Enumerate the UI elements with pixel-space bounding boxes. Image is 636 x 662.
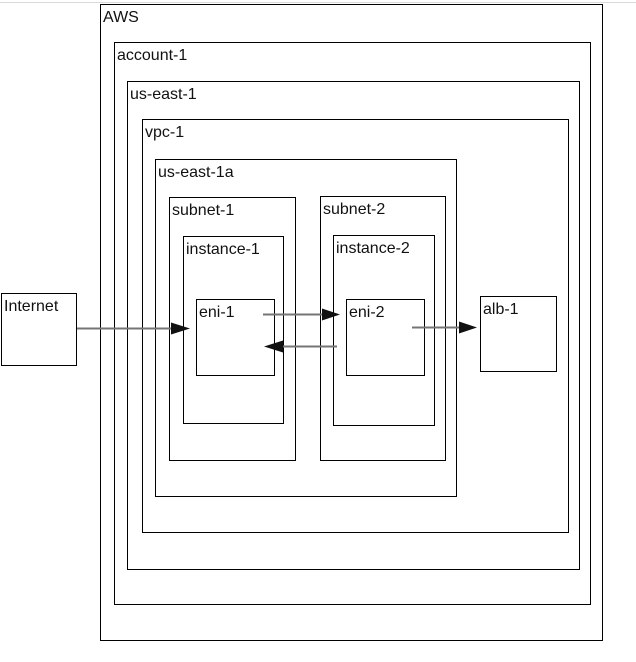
internet-label: Internet [4,298,59,315]
account-1-label: account-1 [117,47,188,64]
aws-label: AWS [103,9,139,26]
instance-1-label: instance-1 [186,241,260,258]
alb-1-node: alb-1 [480,296,557,372]
subnet-2-label: subnet-2 [323,201,386,218]
vpc-1-label: vpc-1 [145,124,185,141]
window-top-border [0,2,636,3]
eni-2-label: eni-2 [349,304,385,321]
alb-1-label: alb-1 [483,301,519,318]
us-east-1-label: us-east-1 [130,86,197,103]
us-east-1-region-container: us-east-1 [127,81,580,570]
internet-node: Internet [1,293,77,366]
subnet-2-container: subnet-2 [320,196,446,461]
eni-1-node: eni-1 [196,299,275,376]
subnet-1-label: subnet-1 [172,202,235,219]
us-east-1a-label: us-east-1a [158,164,234,181]
aws-cloud-container: AWS [100,4,603,641]
eni-1-label: eni-1 [199,304,235,321]
eni-2-node: eni-2 [346,299,425,376]
account-1-container: account-1 [114,42,591,605]
instance-2-container: instance-2 [333,235,435,426]
instance-2-label: instance-2 [336,240,410,257]
vpc-1-container: vpc-1 [142,119,569,533]
